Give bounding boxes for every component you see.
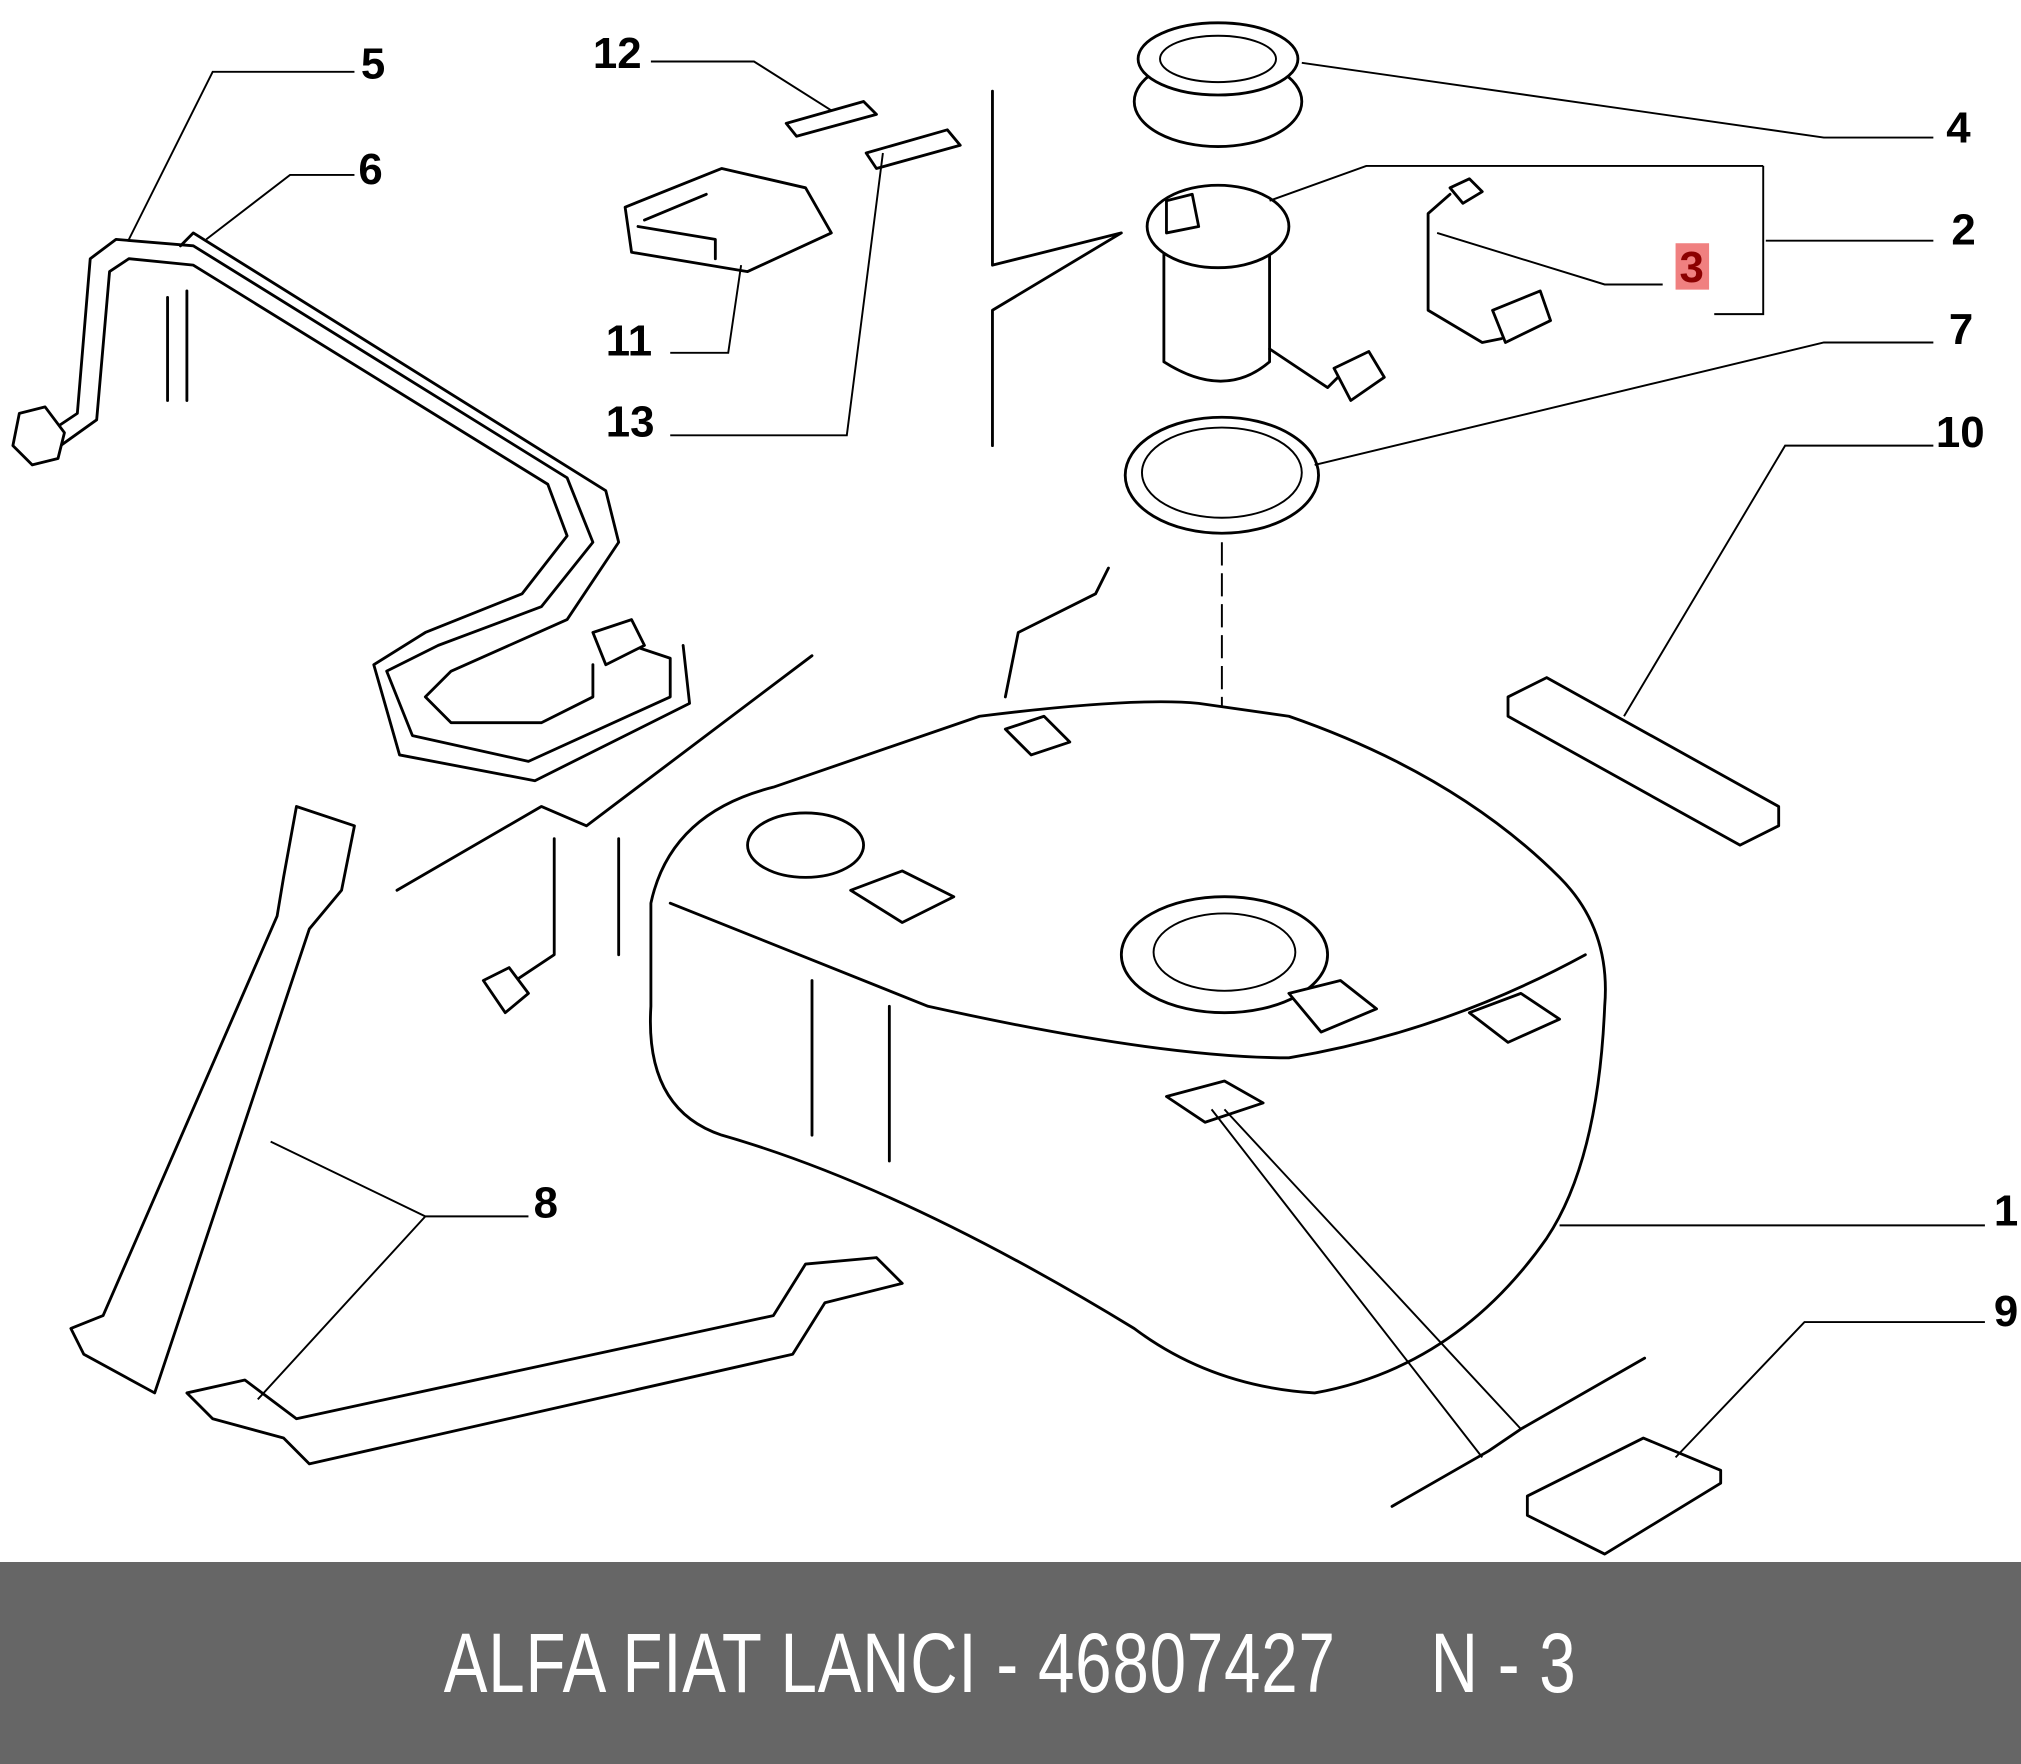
leader-lines [128, 60, 1985, 1459]
callout-8: 8 [534, 1179, 558, 1228]
terminal-part-12 [784, 100, 878, 138]
callout-10: 10 [1936, 408, 1985, 457]
callout-3-highlight [1675, 243, 1710, 290]
fuel-tank-part-1 [481, 566, 1607, 1395]
break-line [991, 89, 1123, 448]
fuel-tank-exploded-diagram: 5 6 12 11 13 4 2 3 7 10 1 9 8 [11, 21, 2018, 1556]
pad-part-9 [1525, 1436, 1723, 1556]
level-sender-part-3 [1426, 177, 1552, 344]
callout-7: 7 [1949, 305, 1973, 354]
callout-3: 3 [1679, 243, 1703, 292]
seal-ring-part-7 [1123, 415, 1320, 535]
connector-part-11 [623, 167, 833, 274]
fuel-pump-part-2 [1145, 183, 1386, 402]
part-info-text: ALFA FIAT LANCI - 46807427 N - 3 [444, 1615, 1577, 1712]
part-info-footer: ALFA FIAT LANCI - 46807427 N - 3 [0, 1562, 2021, 1764]
separator: - [977, 1615, 1039, 1710]
break-line [1390, 1356, 1647, 1508]
callout-11: 11 [606, 316, 652, 365]
tank-straps-part-8 [69, 805, 904, 1466]
callout-1: 1 [1994, 1186, 2018, 1235]
callout-4: 4 [1946, 104, 1971, 153]
fuel-pipes-part-5-6 [11, 231, 691, 783]
callout-13: 13 [606, 398, 655, 447]
brand-label: ALFA FIAT LANCI [444, 1615, 978, 1710]
break-line [395, 654, 814, 892]
position-label: N - 3 [1430, 1615, 1577, 1710]
terminal-part-13 [864, 128, 962, 170]
callout-2: 2 [1951, 206, 1975, 255]
callout-5: 5 [361, 39, 385, 88]
part-number: 46807427 [1038, 1615, 1337, 1710]
pad-part-10 [1506, 676, 1781, 847]
callout-6: 6 [358, 145, 382, 194]
callout-12: 12 [593, 29, 642, 78]
ring-nut-part-4 [1132, 21, 1304, 148]
callout-9: 9 [1994, 1287, 2018, 1336]
